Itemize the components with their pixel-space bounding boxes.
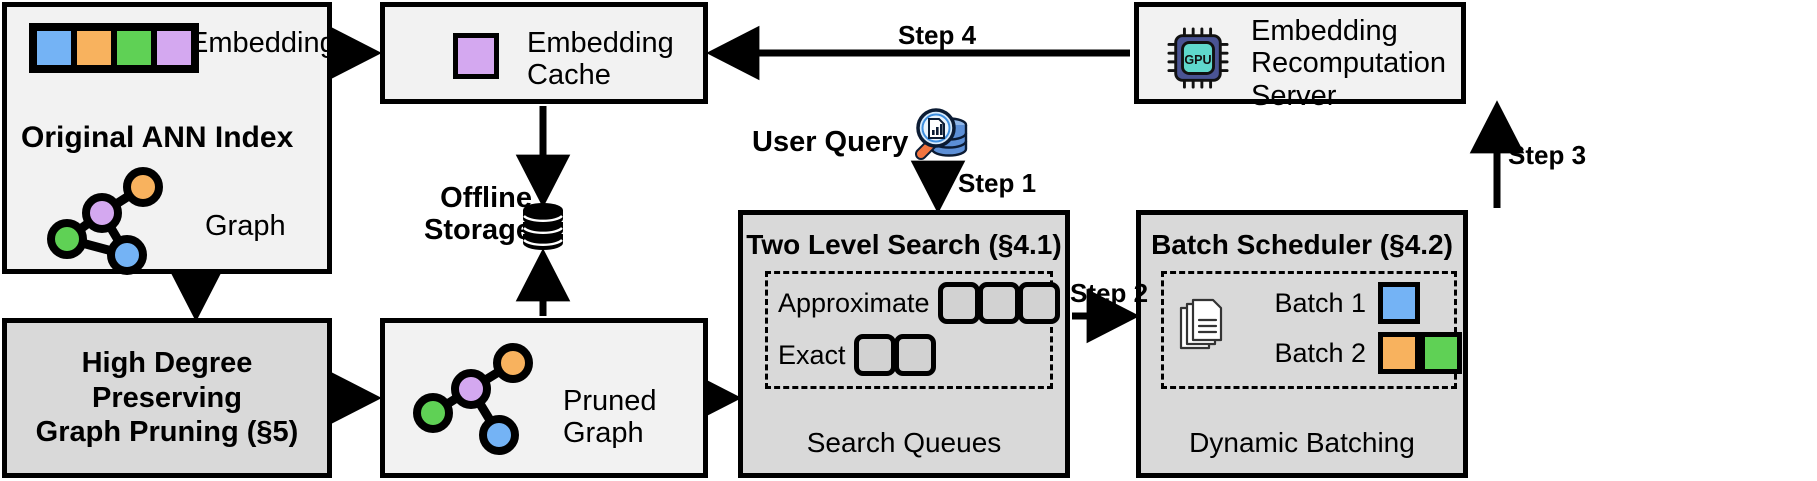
batch-chips-2 <box>1378 332 1462 374</box>
batch-chips-1 <box>1378 282 1420 324</box>
graph-pruning-panel: High Degree Preserving Graph Pruning (§5… <box>2 318 332 478</box>
batch-chip-orange[interactable] <box>1378 332 1420 374</box>
batch-chip-green[interactable] <box>1420 332 1462 374</box>
embedding-recomputation-server-panel: GPU Embedding Recomputation Server <box>1134 2 1466 112</box>
graph-label: Graph <box>205 210 286 242</box>
batch-scheduler-panel: Batch Scheduler (§4.2) Batch 1 <box>1136 210 1468 478</box>
pruned-graph-panel: Pruned Graph <box>380 318 708 478</box>
pruned-graph-label: Pruned Graph <box>563 385 657 450</box>
graph-node-green <box>47 219 87 259</box>
graph-node-purple <box>82 193 122 233</box>
embedding-cell-green <box>114 28 154 68</box>
embedding-cache-title: Embedding Cache <box>527 27 674 92</box>
batch-scheduler-title: Batch Scheduler (§4.2) <box>1151 229 1453 260</box>
pruned-node-green <box>413 393 453 433</box>
queue-cell[interactable] <box>853 334 896 376</box>
magnifier-database-icon <box>915 108 968 160</box>
search-row-approximate: Approximate <box>778 282 1060 324</box>
recomputation-server-title: Embedding Recomputation Server <box>1251 15 1447 112</box>
dynamic-batching-footer: Dynamic Batching <box>1189 427 1415 458</box>
batch-chip-blue[interactable] <box>1378 282 1420 324</box>
queue-cell[interactable] <box>1017 282 1060 324</box>
queue-cell[interactable] <box>977 282 1020 324</box>
svg-text:GPU: GPU <box>1184 53 1211 67</box>
step-4-label: Step 4 <box>898 20 977 50</box>
two-level-search-panel: Two Level Search (§4.1) Approximate Exac… <box>738 210 1070 478</box>
user-query-label: User Query <box>752 126 909 158</box>
graph-pruning-title: High Degree Preserving Graph Pruning (§5… <box>35 346 299 449</box>
queue-cells-exact <box>853 334 936 376</box>
dynamic-batching-group: Batch 1 Batch 2 <box>1161 271 1462 389</box>
queue-cell[interactable] <box>893 334 936 376</box>
embedding-cell-purple <box>154 28 194 68</box>
documents-stack-icon <box>1179 298 1223 350</box>
step-2-label: Step 2 <box>1070 278 1149 308</box>
gpu-chip-icon: GPU <box>1167 27 1229 89</box>
batch-row-2: Batch 2 <box>1256 332 1462 374</box>
queue-cells-approximate <box>937 282 1060 324</box>
pruned-node-purple <box>451 369 491 409</box>
queue-cell[interactable] <box>937 282 980 324</box>
pruned-node-orange <box>493 343 533 383</box>
search-row-label-exact: Exact <box>778 339 846 370</box>
embedding-label: Embedding <box>189 27 336 59</box>
original-graph-illustration <box>47 167 163 275</box>
pruned-graph-illustration <box>413 343 533 455</box>
graph-node-orange <box>123 167 163 207</box>
offline-storage-label: Offline Storage <box>424 182 532 247</box>
search-queues-group: Approximate Exact <box>765 271 1060 389</box>
embedding-cache-panel: Embedding Cache <box>380 2 708 104</box>
pruned-node-blue <box>479 415 519 455</box>
search-queues-footer: Search Queues <box>806 427 1002 458</box>
batch-label-2: Batch 2 <box>1274 337 1366 368</box>
batch-row-1: Batch 1 <box>1256 282 1420 324</box>
original-ann-index-title: Original ANN Index <box>21 121 294 154</box>
batch-label-1: Batch 1 <box>1274 287 1366 318</box>
two-level-search-title: Two Level Search (§4.1) <box>746 229 1062 260</box>
cache-chip-icon <box>453 33 499 79</box>
embedding-cell-orange <box>74 28 114 68</box>
embedding-vector-strip <box>29 23 199 73</box>
search-row-exact: Exact <box>778 334 936 376</box>
search-row-label-approximate: Approximate <box>778 287 930 318</box>
original-ann-index-panel: Embedding Original ANN Index Graph <box>2 2 336 275</box>
graph-node-blue <box>107 235 147 275</box>
step-3-label: Step 3 <box>1508 140 1587 170</box>
step-1-label: Step 1 <box>958 168 1037 198</box>
embedding-cell-blue <box>34 28 74 68</box>
database-cylinder-icon <box>523 203 563 250</box>
